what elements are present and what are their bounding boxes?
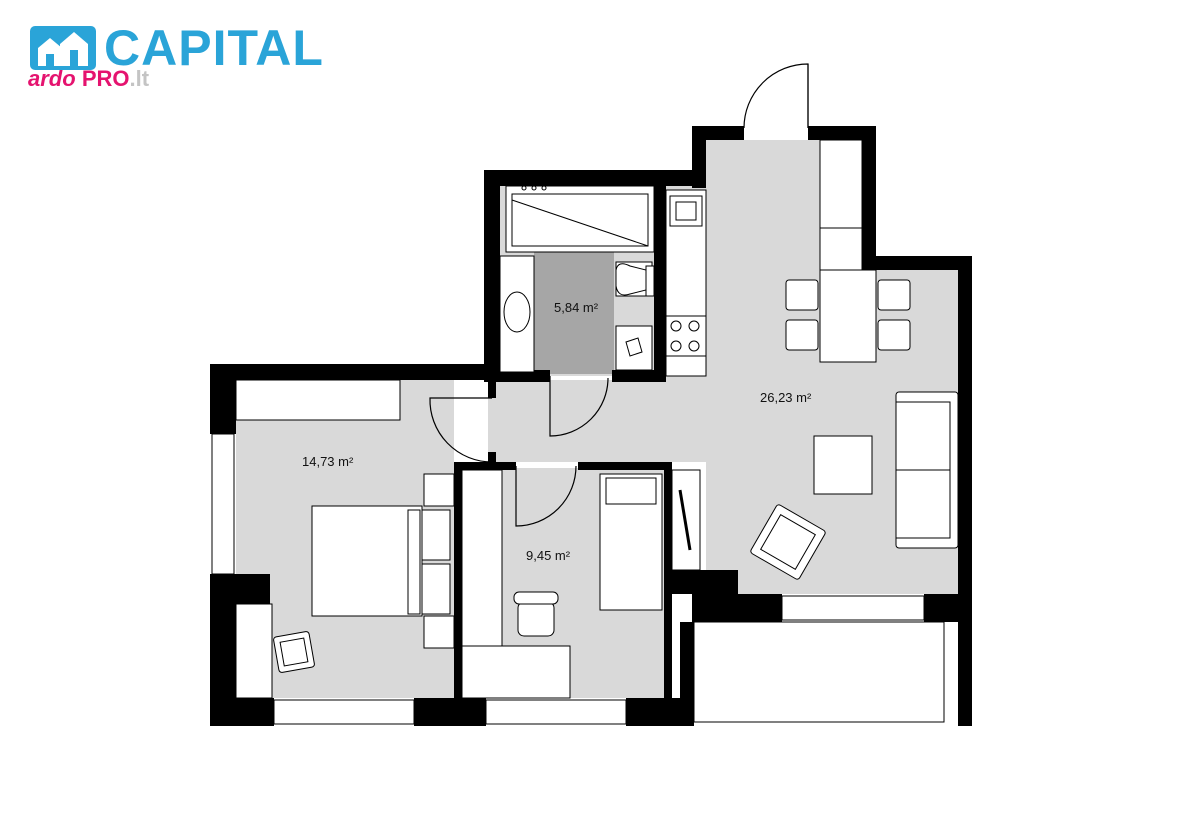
living-window (781, 595, 925, 621)
house-logo-icon (30, 26, 96, 70)
doors (429, 63, 809, 527)
dining-chair (785, 279, 819, 311)
pillow (421, 509, 451, 561)
company-logo: CAPITAL ardo PRO.lt (26, 20, 326, 102)
dining-chair (877, 319, 911, 351)
bedroom-side-window (211, 433, 235, 575)
dining-chair (877, 279, 911, 311)
bedroom-desk (235, 603, 273, 699)
small-wardrobe (461, 469, 503, 647)
entry-wardrobe (819, 139, 863, 271)
logo-wordmark: CAPITAL (104, 20, 324, 76)
bathroom-area-label: 5,84 m² (554, 300, 599, 315)
bedroom-door (429, 397, 493, 463)
bathroom-tile-floor (534, 252, 614, 374)
small-bedroom-area-label: 9,45 m² (526, 548, 571, 563)
nightstand (423, 615, 455, 649)
entrance-door (743, 63, 809, 129)
bathroom-sink (503, 291, 531, 333)
bedroom-window (273, 699, 415, 725)
bedroom-wardrobe (235, 379, 401, 421)
small-bedroom-door (515, 465, 577, 527)
pillow (421, 563, 451, 615)
small-desk (461, 645, 571, 699)
nightstand (423, 473, 455, 507)
office-chair (517, 601, 555, 637)
coffee-table (813, 435, 873, 495)
furniture (235, 139, 959, 699)
double-bed (311, 505, 423, 617)
logo-subtitle: ardo PRO.lt (28, 66, 149, 92)
bedroom-area-label: 14,73 m² (302, 454, 354, 469)
logo-sub-lt: .lt (129, 66, 150, 91)
windows (211, 433, 945, 725)
small-bedroom-window (485, 699, 627, 725)
bathroom-door (549, 376, 609, 437)
stove (665, 315, 707, 357)
dining-table (819, 269, 877, 363)
dining-chair (785, 319, 819, 351)
living-area-label: 26,23 m² (760, 390, 812, 405)
walls (210, 126, 972, 726)
logo-sub-pro: PRO (81, 66, 130, 91)
balcony (693, 621, 945, 723)
logo-sub-ardo: ardo (28, 66, 76, 91)
